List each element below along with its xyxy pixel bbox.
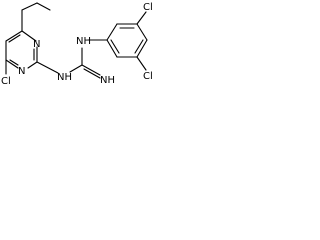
bond-guanidine-imine-double — [83, 68, 101, 79]
atom-label-nh-link: NH — [57, 72, 72, 83]
bond-ring-n1-c2 — [27, 61, 38, 69]
bond-ring-c4-n3 — [21, 30, 37, 42]
bond-guanidine-imine — [81, 64, 101, 76]
atom-label-cl-aryl-top: Cl — [143, 2, 153, 13]
bond-ring-c6-n1-double — [9, 59, 19, 66]
bond-benzene-1 — [106, 23, 118, 41]
bond-benzene-4-double — [134, 39, 144, 54]
bond-nh-guanidine-c — [69, 64, 83, 73]
bond-c2-nh — [36, 61, 59, 74]
bond-benzene-6-double — [110, 39, 120, 54]
atom-label-n-ring-bottom: N — [18, 66, 25, 77]
atom-label-cl-aryl-bottom: Cl — [143, 71, 153, 82]
bond-benzene-3 — [136, 23, 148, 41]
bond-ring-c4-c5-double — [8, 34, 21, 43]
atom-label-nh-imine: NH — [100, 75, 115, 86]
atom-label-n-ring-top: N — [33, 39, 40, 50]
molecule-canvas: Cl N N NH NH NH Cl Cl — [1, 2, 153, 87]
atom-label-cl-pyrimidine: Cl — [1, 76, 11, 87]
atom-label-nh-aryl: NH — [76, 36, 91, 47]
bond-propyl-1 — [36, 2, 51, 11]
bond-ring-c4-c5 — [5, 30, 23, 42]
bond-benzene-cl-bottom — [136, 56, 147, 71]
bond-ring-c6-n1 — [5, 59, 19, 69]
molecule-structure-diagram: Cl N N NH NH NH Cl Cl — [0, 0, 174, 114]
bond-benzene-cl-top — [136, 11, 147, 25]
bond-propyl-2 — [21, 2, 38, 11]
bond-benzene-6 — [106, 39, 118, 58]
bond-benzene-4 — [136, 39, 148, 58]
